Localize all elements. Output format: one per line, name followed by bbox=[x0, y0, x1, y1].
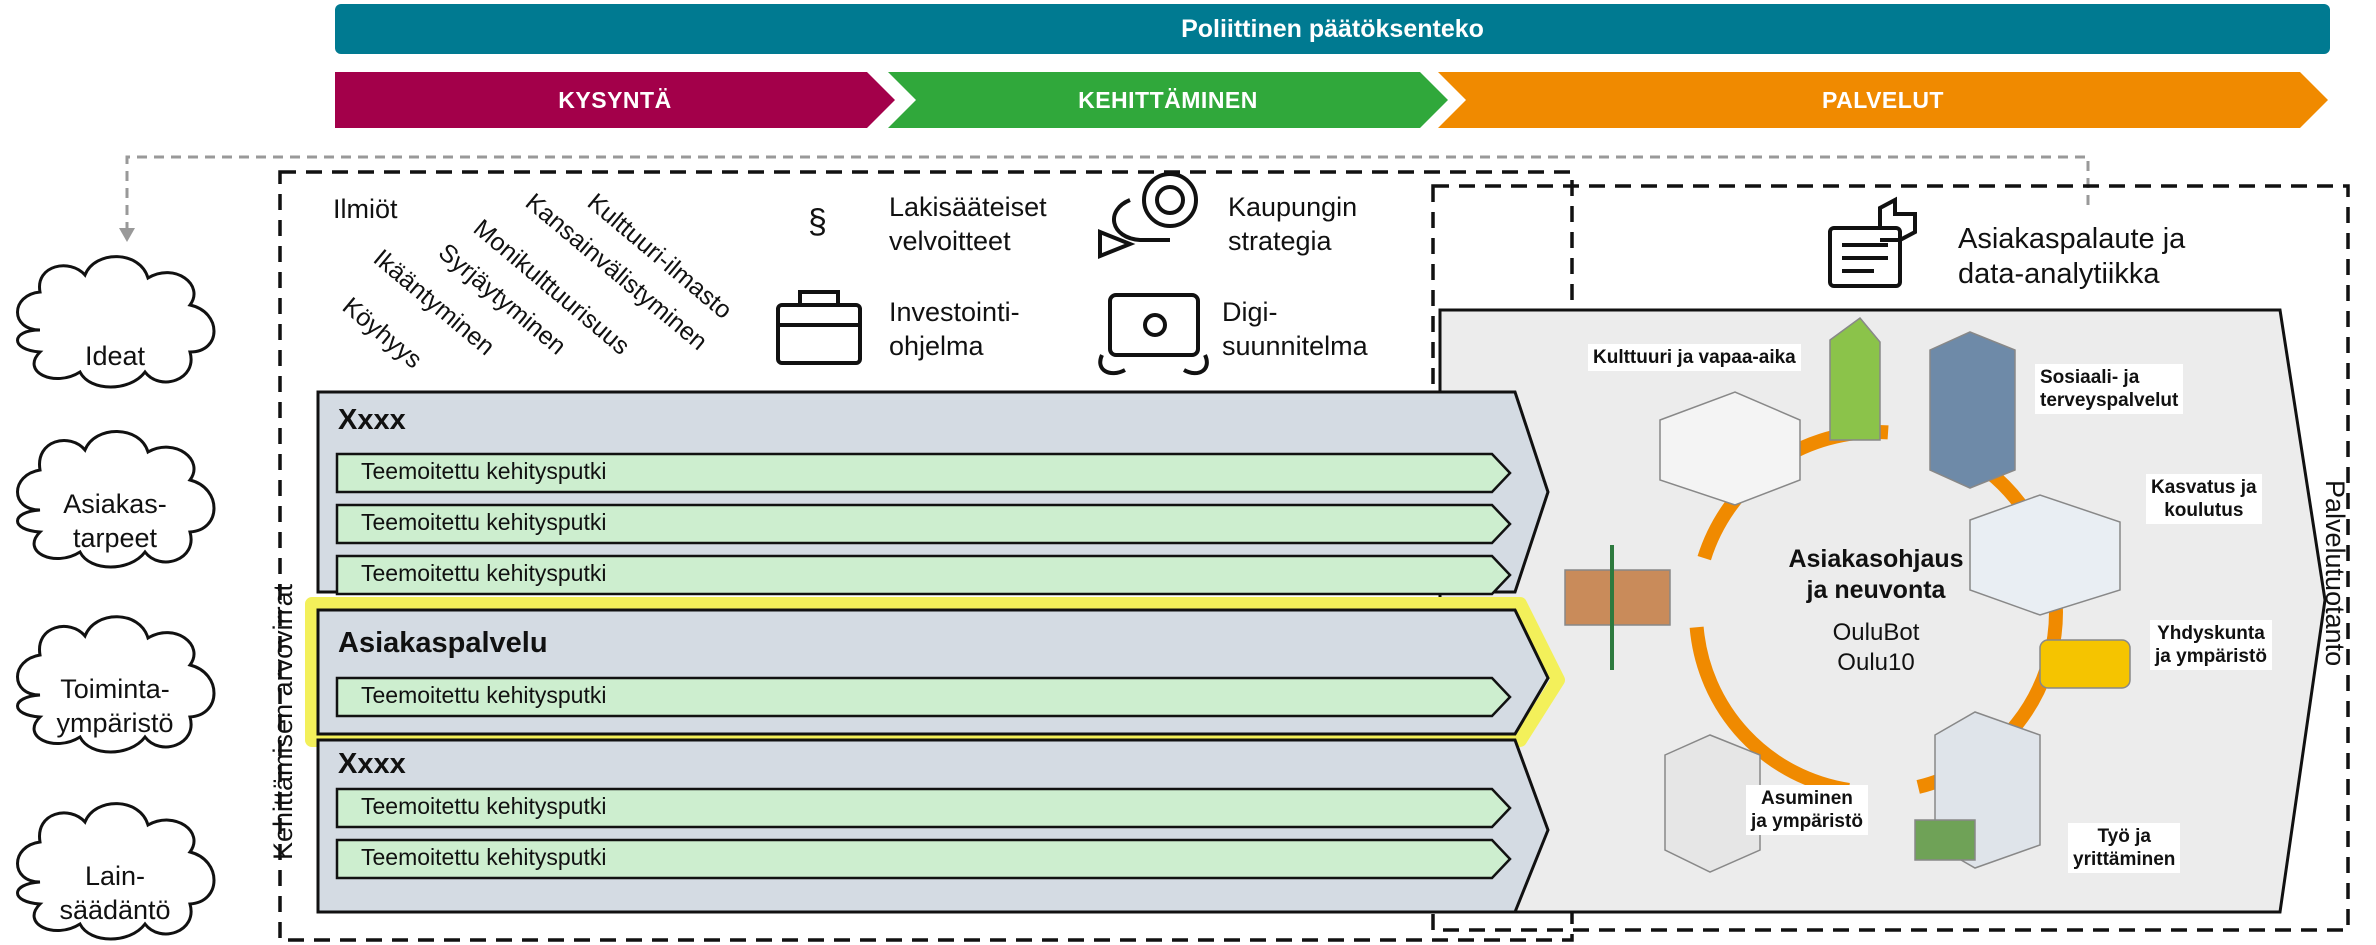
pipe-1-2 bbox=[335, 503, 1512, 545]
pipe-3-1-item: Teemoitettu kehitysputki bbox=[337, 789, 1509, 827]
law-symbol-icon: § bbox=[808, 203, 827, 241]
pipe-label: Teemoitettu kehitysputki bbox=[361, 458, 607, 484]
building-education bbox=[1969, 494, 2121, 616]
service-center-subtitle: OuluBot Oulu10 bbox=[1832, 619, 1920, 676]
service-education: Kasvatus ja koulutus bbox=[2146, 474, 2262, 524]
driver-toimintaymparisto: Toiminta- ympäristö bbox=[56, 674, 174, 738]
cloud-lainsaadanto bbox=[16, 802, 216, 941]
pipe-label: Teemoitettu kehitysputki bbox=[361, 844, 607, 870]
phase-development: KEHITTÄMINEN bbox=[888, 72, 1448, 128]
service-community-environment: Yhdyskunta ja ympäristö bbox=[2150, 620, 2272, 670]
stream-2-title: Asiakaspalvelu bbox=[338, 627, 548, 659]
pipe-3-1 bbox=[335, 787, 1512, 829]
driver-asiakastarpeet: Asiakas- tarpeet bbox=[63, 489, 167, 553]
building-culture bbox=[1659, 391, 1801, 506]
icon-set bbox=[776, 172, 1917, 376]
feedback-arrow-line bbox=[125, 155, 2090, 232]
pipe-label: Teemoitettu kehitysputki bbox=[361, 793, 607, 819]
feedback-arrow-head bbox=[119, 228, 135, 242]
cloud-toimintaymparisto bbox=[16, 615, 216, 754]
building-housing bbox=[1664, 734, 1761, 873]
development-value-streams-label: Kehittämisen arvovirrat bbox=[268, 583, 298, 860]
service-social-health: Sosiaali- ja terveyspalvelut bbox=[2035, 364, 2184, 414]
pipe-3-2 bbox=[335, 838, 1512, 880]
phenomena-title: Ilmiöt bbox=[333, 194, 398, 224]
investment-label: Investointi- ohjelma bbox=[889, 297, 1020, 361]
pipe-shapes bbox=[335, 452, 1512, 880]
stream-3-title: Xxxx bbox=[338, 748, 406, 780]
bus-icon bbox=[2039, 639, 2131, 689]
service-work-business: Työ ja yrittäminen bbox=[2068, 823, 2181, 873]
political-decision-bar: Poliittinen päätöksenteko bbox=[335, 4, 2330, 54]
phase-demand: KYSYNTÄ bbox=[335, 72, 895, 128]
tablet-digi-icon bbox=[1098, 293, 1209, 376]
pipe-label: Teemoitettu kehitysputki bbox=[361, 682, 607, 708]
cloud-asiakastarpeet bbox=[16, 430, 216, 569]
pipe-1-2-item: Teemoitettu kehitysputki bbox=[337, 505, 1509, 543]
truck-icon bbox=[1914, 819, 1976, 861]
pipe-3-2-item: Teemoitettu kehitysputki bbox=[337, 840, 1509, 878]
service-housing-environment: Asuminen ja ympäristö bbox=[1746, 785, 1868, 835]
tree-icon bbox=[1829, 316, 1881, 441]
building-social-health bbox=[1929, 331, 2016, 489]
feedback-label: Asiakaspalaute ja data-analytiikka bbox=[1958, 223, 2186, 290]
bench-people-icon bbox=[1564, 569, 1671, 626]
stream-1-title: Xxxx bbox=[338, 404, 406, 436]
target-strategy-icon bbox=[1098, 172, 1198, 259]
pipe-1-3 bbox=[335, 554, 1512, 596]
pipe-label: Teemoitettu kehitysputki bbox=[361, 509, 607, 535]
cloud-ideat bbox=[16, 255, 216, 389]
briefcase-icon bbox=[776, 290, 862, 365]
service-production-label: Palvelutuotanto bbox=[2320, 480, 2350, 667]
pipe-label: Teemoitettu kehitysputki bbox=[361, 560, 607, 586]
strategy-label: Kaupungin strategia bbox=[1228, 192, 1358, 256]
feedback-thumbs-up-icon bbox=[1828, 196, 1917, 288]
pipe-1-3-item: Teemoitettu kehitysputki bbox=[337, 556, 1509, 594]
building-illustrations bbox=[1564, 316, 2131, 873]
service-culture-leisure: Kulttuuri ja vapaa-aika bbox=[1588, 344, 1801, 371]
pipe-1-1 bbox=[335, 452, 1512, 494]
pipe-2-1-item: Teemoitettu kehitysputki bbox=[337, 678, 1509, 716]
law-label: Lakisääteiset velvoitteet bbox=[889, 192, 1047, 256]
phase-services: PALVELUT bbox=[1438, 72, 2328, 128]
driver-lainsaadanto: Lain- säädäntö bbox=[59, 861, 171, 925]
stream-band-2-highlight bbox=[305, 597, 1565, 747]
digital-plan-label: Digi- suunnitelma bbox=[1222, 297, 1368, 361]
pipe-1-1-item: Teemoitettu kehitysputki bbox=[337, 454, 1509, 492]
driver-ideat: Ideat bbox=[84, 341, 146, 371]
pipe-2-1 bbox=[335, 676, 1512, 718]
cloud-shapes bbox=[16, 255, 216, 941]
service-center-title: Asiakasohjaus ja neuvonta bbox=[1788, 545, 1964, 604]
